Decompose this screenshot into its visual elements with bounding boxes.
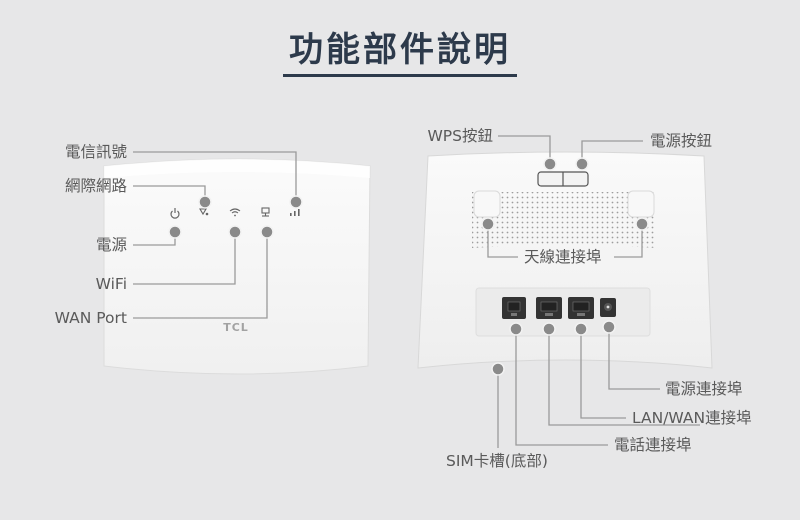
power-indicator-icon (170, 208, 180, 219)
lan-wan-2-callout-dot (574, 322, 588, 336)
label-internet: 網際網路 (64, 177, 127, 195)
wan-callout-dot (260, 225, 274, 239)
callout-dots (168, 157, 649, 376)
front-router: TCL (103, 158, 371, 375)
label-power: 電源 (95, 236, 127, 254)
antenna-left-callout-dot (481, 217, 495, 231)
label-lan-wan-port: LAN/WAN連接埠 (632, 409, 752, 427)
phone-port-icon (502, 297, 526, 319)
power-port-callout-dot (602, 320, 616, 334)
power-callout-dot (168, 225, 182, 239)
wifi-callout-dot (228, 225, 242, 239)
signal-indicator-icon (290, 209, 300, 216)
label-wifi: WiFi (95, 275, 127, 293)
page-title: 功能部件說明 (289, 30, 511, 70)
label-phone-port: 電話連接埠 (614, 436, 692, 454)
label-sim-slot: SIM卡槽(底部) (446, 452, 548, 470)
leader-lines (133, 135, 700, 448)
internet-indicator-icon (199, 208, 209, 216)
label-power-port: 電源連接埠 (665, 380, 743, 398)
lan-wan-port-1-icon (536, 297, 562, 319)
antenna-cap-left (473, 190, 501, 218)
lan-wan-1-callout-dot (542, 322, 556, 336)
label-antenna-port: 天線連接埠 (524, 248, 602, 266)
antenna-cap-right (627, 190, 655, 218)
signal-callout-dot (289, 195, 303, 209)
antenna-right-callout-dot (635, 217, 649, 231)
label-signal: 電信訊號 (64, 143, 127, 161)
vent-grille (472, 192, 656, 248)
power-button-callout-dot (575, 157, 589, 171)
internet-callout-dot (198, 195, 212, 209)
label-wps-button: WPS按鈕 (427, 127, 493, 145)
label-power-button: 電源按鈕 (650, 132, 713, 150)
wifi-indicator-icon (229, 208, 241, 217)
lan-wan-port-2-icon (568, 297, 594, 319)
phone-port-callout-dot (509, 322, 523, 336)
brand-logo-text: TCL (223, 321, 249, 334)
wan-indicator-icon (261, 207, 270, 217)
label-wan-port: WAN Port (54, 309, 127, 327)
sim-callout-dot (491, 362, 505, 376)
title-underline (283, 74, 517, 77)
power-port-icon (600, 298, 616, 317)
wps-callout-dot (543, 157, 557, 171)
